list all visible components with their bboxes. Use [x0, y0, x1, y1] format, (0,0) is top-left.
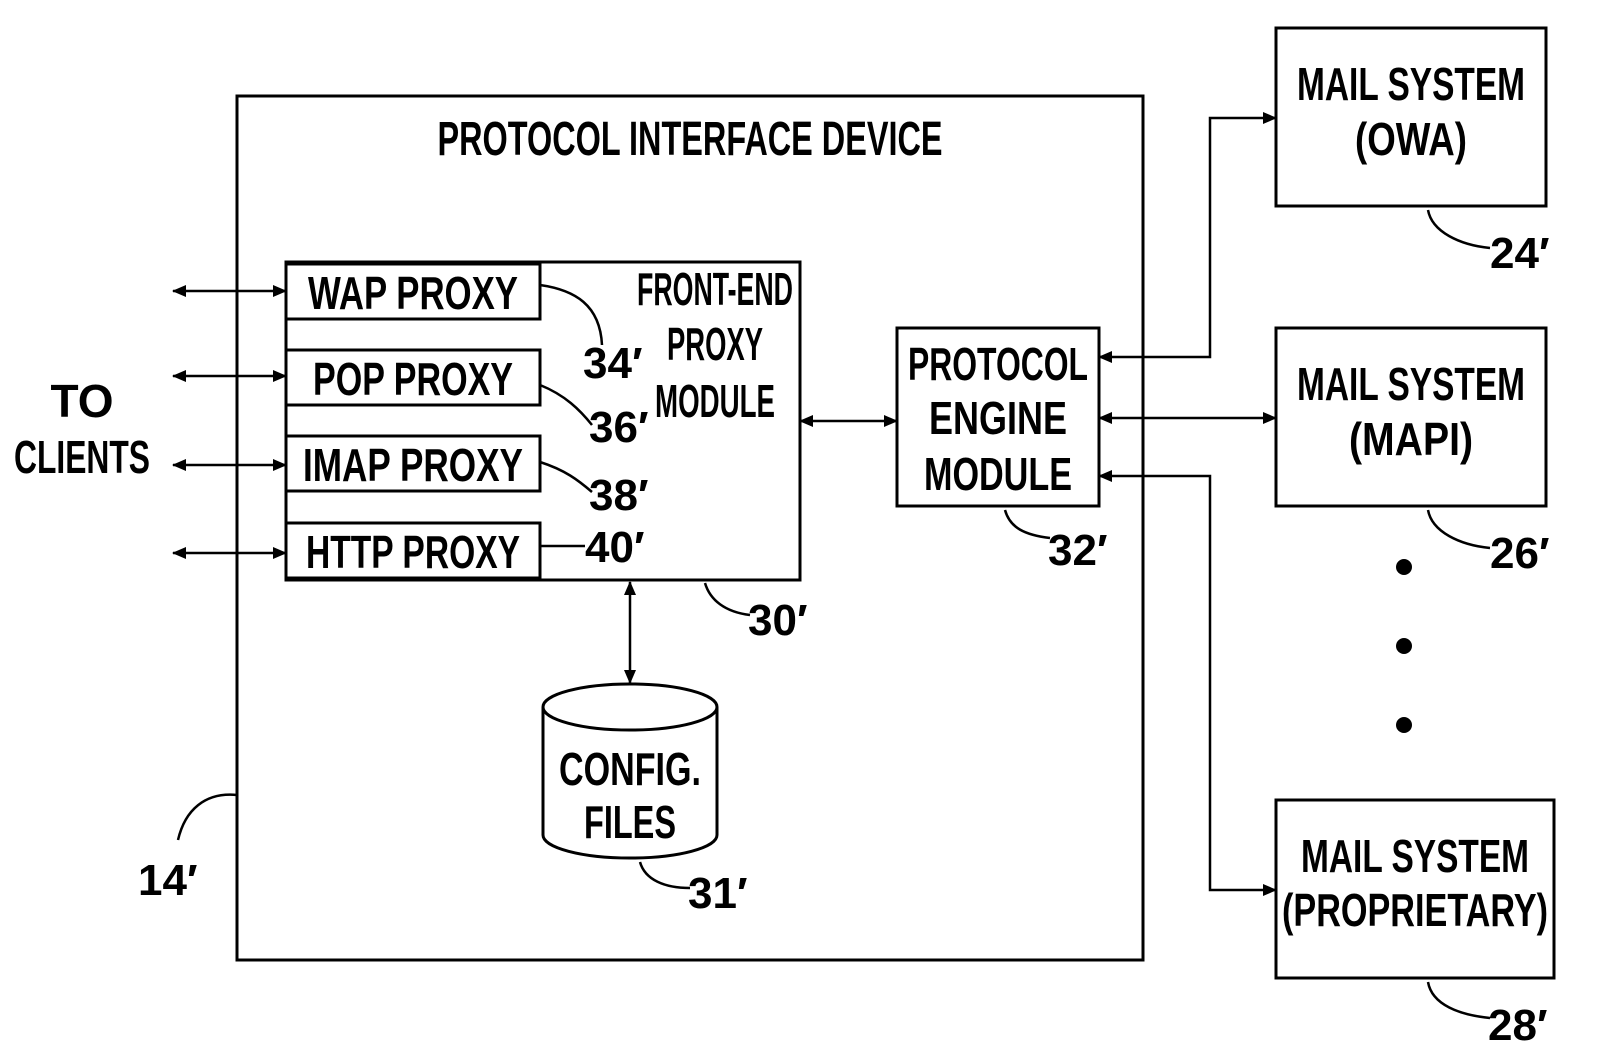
engine-label-line1: PROTOCOL [908, 338, 1088, 390]
engine-label-line2: ENGINE [929, 392, 1067, 444]
engine-label-line3: MODULE [924, 448, 1072, 500]
device-ref: 14′ [138, 856, 198, 905]
mail-system-proprietary-line1: MAIL SYSTEM [1301, 830, 1529, 882]
front-end-ref: 30′ [748, 596, 808, 645]
mail-system-owa-ref-leader [1428, 210, 1490, 248]
mail-system-mapi-line1: MAIL SYSTEM [1297, 358, 1525, 410]
http-proxy-label: HTTP PROXY [306, 526, 520, 578]
device-ref-leader [178, 795, 237, 840]
engine-ref: 32′ [1048, 526, 1108, 575]
wap-proxy-ref: 34′ [583, 339, 643, 388]
pop-proxy-label: POP PROXY [313, 353, 513, 405]
imap-proxy-ref: 38′ [589, 471, 649, 520]
mail-system-proprietary-ref-leader [1428, 982, 1490, 1018]
mail-system-owa-line2: (OWA) [1355, 113, 1467, 165]
ellipsis-dot-2 [1396, 638, 1412, 654]
front-end-label-line2: PROXY [667, 318, 763, 370]
ellipsis-dot-1 [1396, 559, 1412, 575]
config-ref: 31′ [688, 869, 748, 918]
mail-system-owa-line1: MAIL SYSTEM [1297, 58, 1525, 110]
imap-proxy-label: IMAP PROXY [303, 439, 523, 491]
front-end-label-line1: FRONT-END [637, 263, 793, 315]
config-files-label-line1: CONFIG. [559, 743, 701, 795]
clients-label-line1: TO [50, 375, 113, 427]
pop-proxy-ref: 36′ [589, 403, 649, 452]
mail-system-proprietary-line2: (PROPRIETARY) [1282, 884, 1548, 936]
device-title: PROTOCOL INTERFACE DEVICE [438, 113, 943, 166]
front-end-label-line3: MODULE [655, 375, 775, 427]
mail-system-mapi-ref: 26′ [1490, 529, 1550, 578]
mail-system-owa-ref: 24′ [1490, 229, 1550, 278]
mail-system-mapi-line2: (MAPI) [1349, 413, 1473, 465]
http-proxy-ref: 40′ [585, 523, 645, 572]
mail-system-mapi-ref-leader [1428, 510, 1490, 548]
clients-label-line2: CLIENTS [14, 431, 150, 483]
ellipsis-dot-3 [1396, 717, 1412, 733]
wap-proxy-label: WAP PROXY [308, 267, 518, 319]
mail-system-proprietary-ref: 28′ [1488, 1001, 1548, 1050]
config-files-label-line2: FILES [584, 796, 676, 848]
